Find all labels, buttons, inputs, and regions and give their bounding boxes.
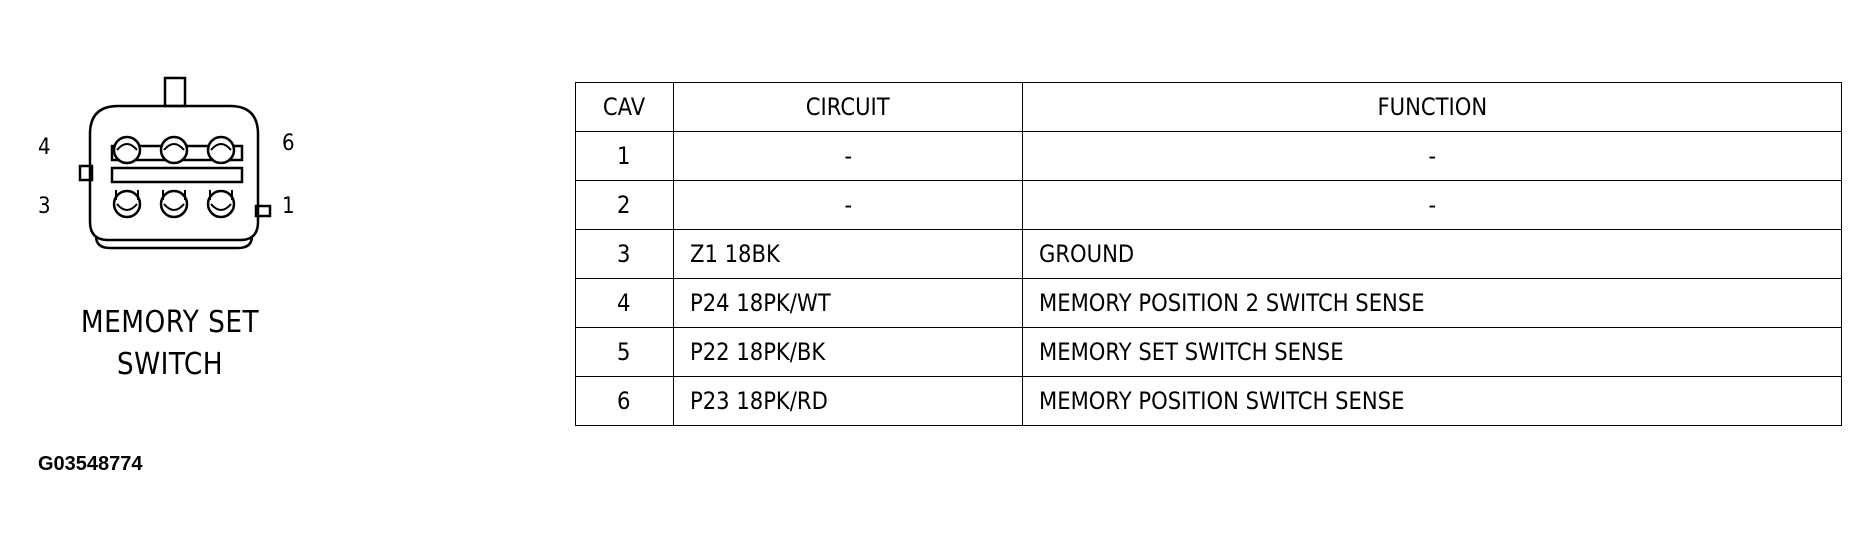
circuit-cell: Z1 18BK — [673, 229, 1023, 279]
terminal-5 — [159, 135, 189, 165]
connector-side-key-left — [78, 164, 94, 182]
cav-cell: 2 — [575, 180, 674, 230]
connector-housing — [88, 104, 260, 242]
cav-cell: 5 — [575, 327, 674, 377]
terminal-3 — [112, 189, 142, 219]
table-row: 5 P22 18PK/BK MEMORY SET SWITCH SENSE — [575, 327, 1842, 377]
terminal-6 — [206, 135, 236, 165]
header-circuit: CIRCUIT — [673, 82, 1023, 132]
function-cell: MEMORY POSITION 2 SWITCH SENSE — [1022, 278, 1842, 328]
header-function: FUNCTION — [1022, 82, 1842, 132]
connector-side-key-right — [254, 204, 272, 218]
circuit-cell: - — [673, 180, 1023, 230]
circuit-cell: P24 18PK/WT — [673, 278, 1023, 328]
cav-cell: 3 — [575, 229, 674, 279]
table-header-row: CAV CIRCUIT FUNCTION — [575, 82, 1842, 132]
function-cell: - — [1022, 180, 1842, 230]
function-cell: GROUND — [1022, 229, 1842, 279]
connector-name-line-1: MEMORY SET — [80, 305, 260, 340]
function-cell: MEMORY POSITION SWITCH SENSE — [1022, 376, 1842, 426]
pin-label-3: 3 — [38, 194, 51, 219]
function-cell: MEMORY SET SWITCH SENSE — [1022, 327, 1842, 377]
function-cell: - — [1022, 131, 1842, 181]
table-row: 4 P24 18PK/WT MEMORY POSITION 2 SWITCH S… — [575, 278, 1842, 328]
connector-name-line-2: SWITCH — [116, 347, 224, 382]
table-row: 2 - - — [575, 180, 1842, 230]
circuit-cell: P22 18PK/BK — [673, 327, 1023, 377]
pin-label-1: 1 — [282, 194, 295, 219]
connector-lock-tab — [163, 76, 187, 108]
circuit-cell: - — [673, 131, 1023, 181]
cav-cell: 1 — [575, 131, 674, 181]
terminal-1 — [206, 189, 236, 219]
connector-face-drawing — [78, 76, 272, 250]
figure-id: G03548774 — [38, 453, 143, 475]
header-cav: CAV — [575, 82, 674, 132]
table-row: 1 - - — [575, 131, 1842, 181]
terminal-2 — [159, 189, 189, 219]
terminal-4 — [112, 135, 142, 165]
table-row: 6 P23 18PK/RD MEMORY POSITION SWITCH SEN… — [575, 376, 1842, 426]
pin-label-4: 4 — [38, 135, 51, 160]
pinout-table: CAV CIRCUIT FUNCTION 1 - - 2 - - 3 Z1 18… — [575, 82, 1842, 426]
pin-label-6: 6 — [282, 131, 295, 156]
circuit-cell: P23 18PK/RD — [673, 376, 1023, 426]
cav-cell: 6 — [575, 376, 674, 426]
connector-name: MEMORY SET SWITCH — [47, 302, 293, 386]
connector-diagram: 4 3 6 1 MEMORY SET SWITCH — [0, 0, 330, 440]
table-row: 3 Z1 18BK GROUND — [575, 229, 1842, 279]
cav-cell: 4 — [575, 278, 674, 328]
